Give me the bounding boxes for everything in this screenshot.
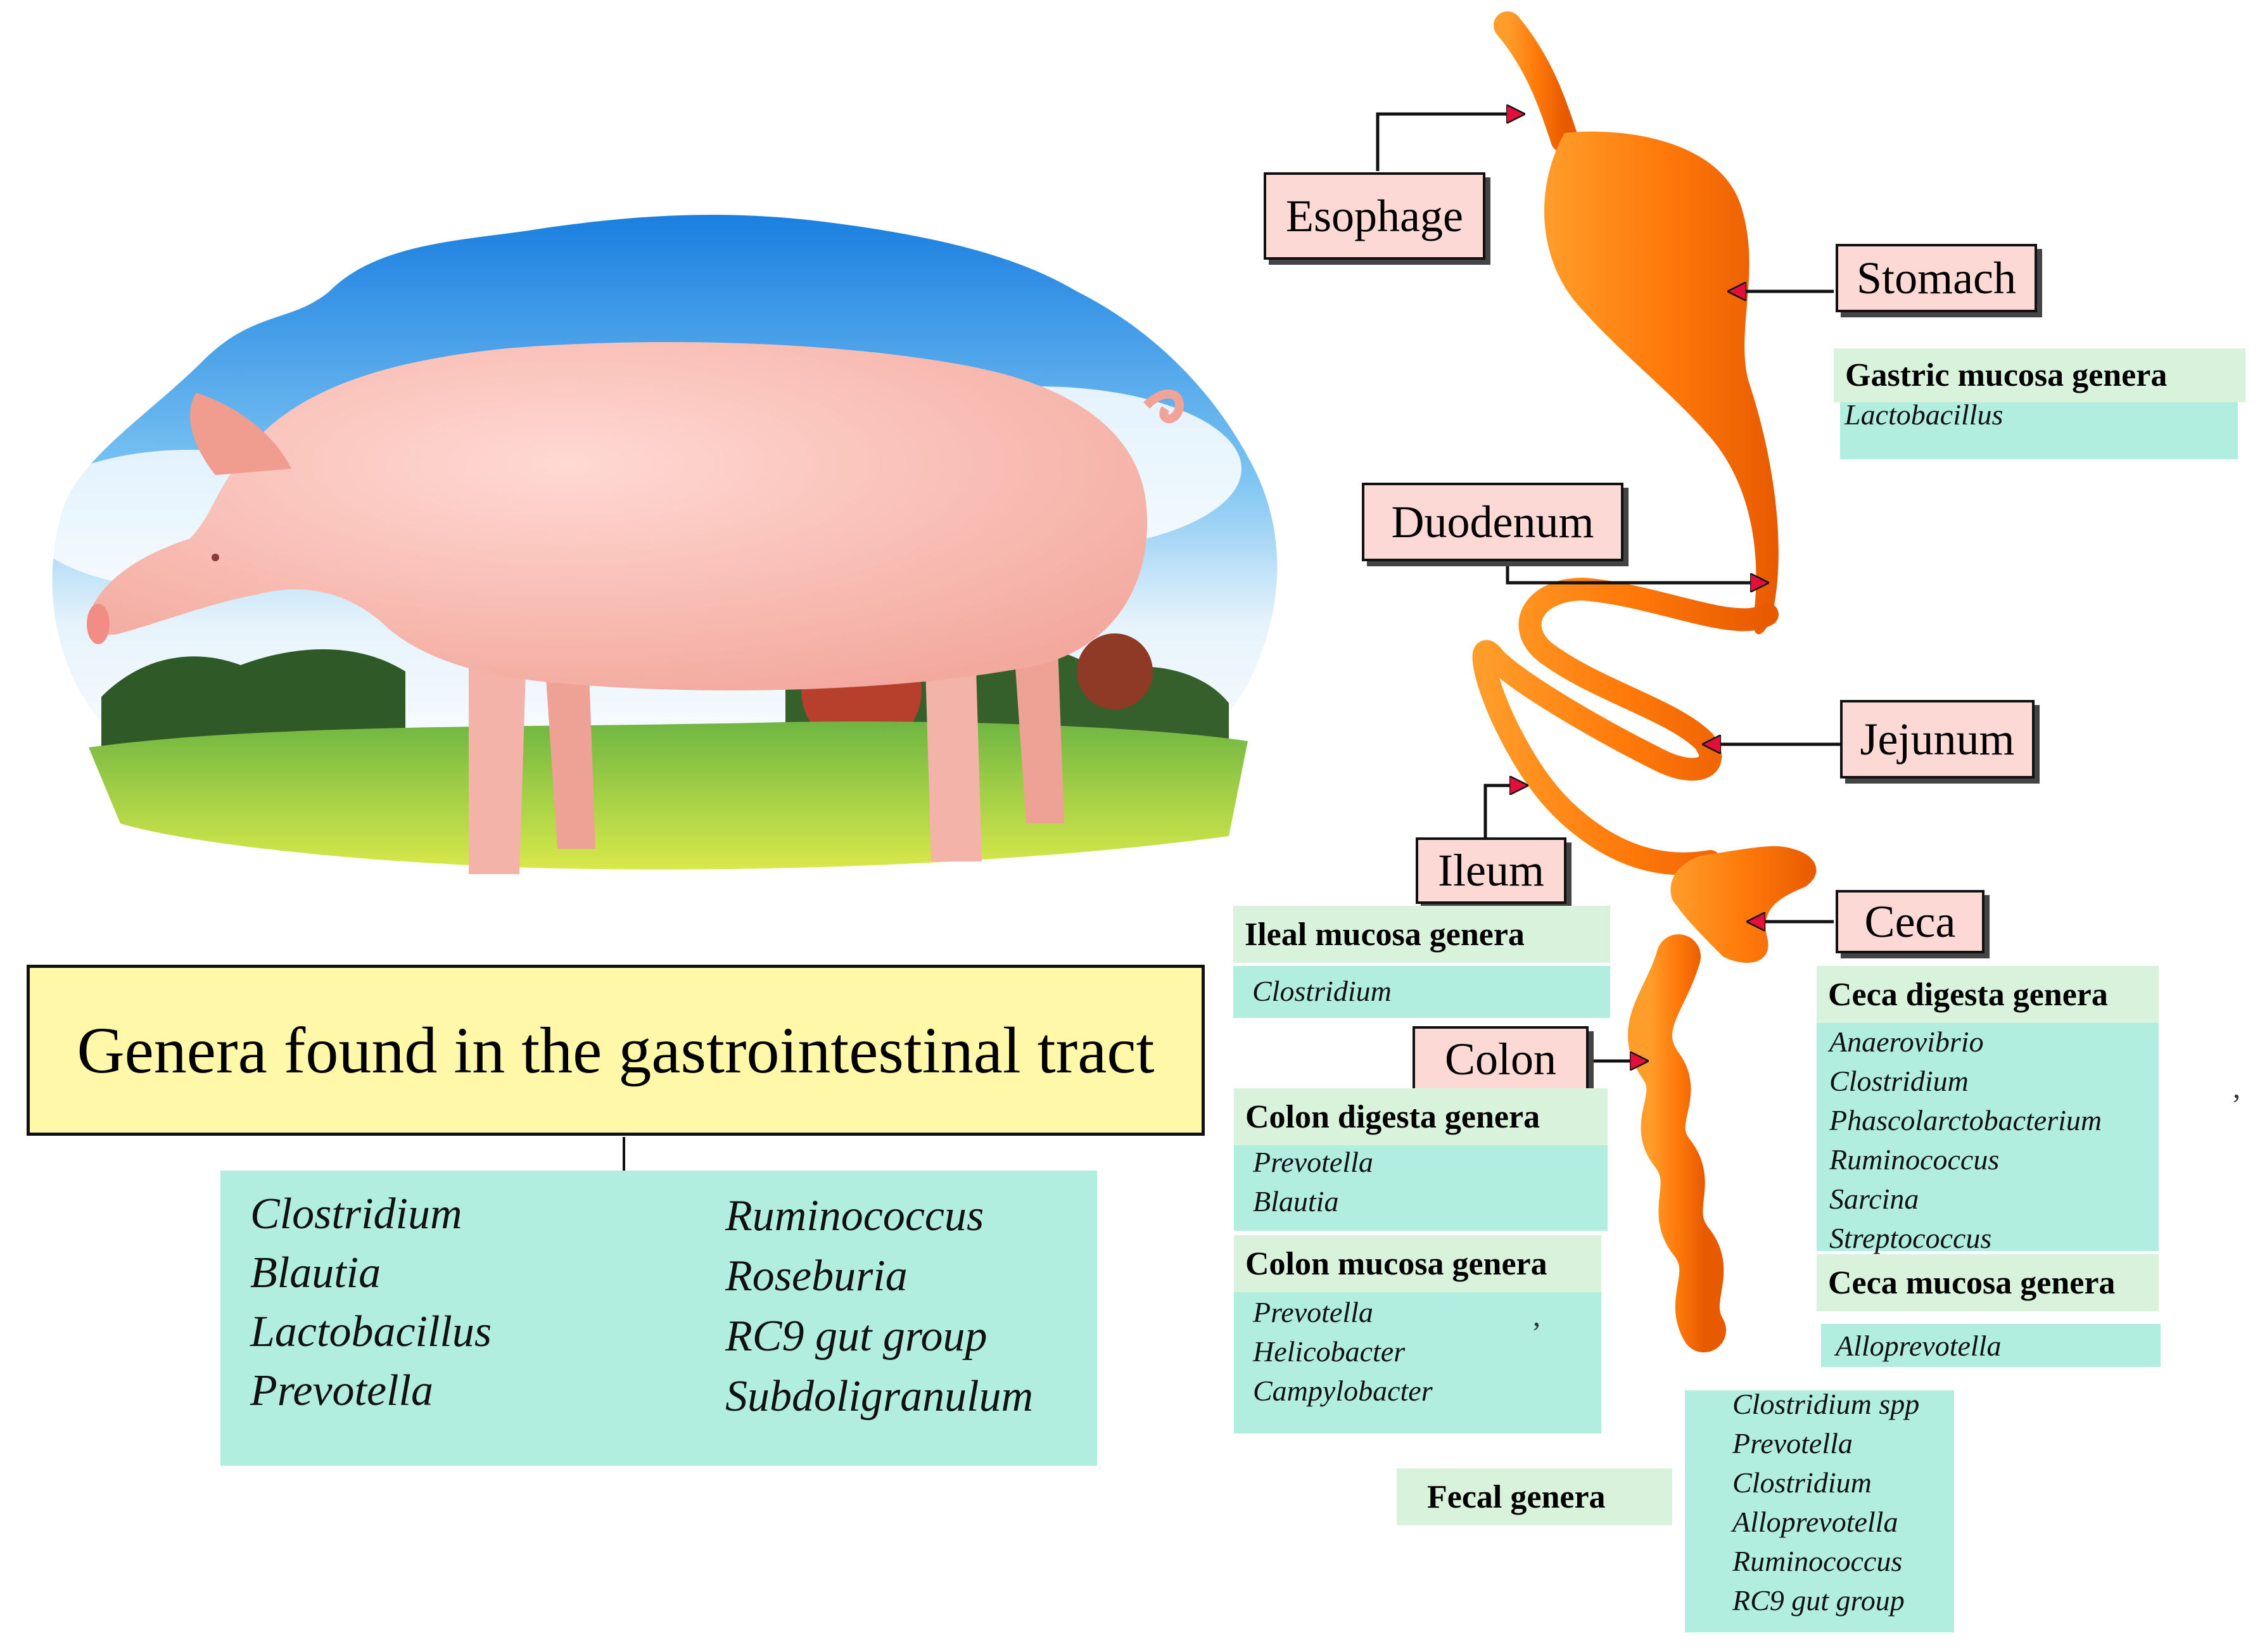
gastric-mucosa-box [1840, 402, 2238, 459]
genus-item: Alloprevotella [1732, 1506, 1898, 1538]
pig-body [90, 342, 1148, 690]
pig-illustration [25, 215, 1278, 874]
gastric-mucosa-header: Gastric mucosa genera [1834, 348, 2245, 402]
genus-item: Prevotella [1253, 1296, 1373, 1328]
title-box: Genera found in the gastrointestinal tra… [27, 965, 1205, 1136]
organ-label-colon: Colon [1413, 1026, 1589, 1093]
genus-item: Streptococcus [1829, 1222, 1992, 1254]
comma-mark: , [1533, 1299, 1540, 1333]
duodenum-arrow [1506, 564, 1767, 583]
ceca-digesta-header: Ceca digesta genera [1817, 966, 2159, 1023]
genus-item: Anaerovibrio [1829, 1026, 1984, 1058]
ceca-mucosa-box [1821, 1324, 2161, 1367]
fecal-box [1685, 1390, 1954, 1632]
ceca-mucosa-header: Ceca mucosa genera [1817, 1254, 2159, 1311]
genus-item: RC9 gut group [1732, 1584, 1905, 1617]
ileum-arrow [1483, 785, 1527, 839]
colon-mucosa-header: Colon mucosa genera [1234, 1235, 1601, 1292]
genus-item: Clostridium [1732, 1466, 1872, 1499]
genus-item: Blautia [1253, 1185, 1339, 1217]
organ-label-ileum: Ileum [1416, 837, 1566, 904]
overall-genus: Blautia [250, 1249, 381, 1297]
esophage-arrow [1376, 114, 1523, 171]
overall-genus: Ruminococcus [725, 1191, 984, 1240]
esophagus-shape [1494, 11, 1578, 153]
fecal-header: Fecal genera [1397, 1468, 1672, 1525]
small-intestine-shape [1472, 577, 1779, 875]
organ-label-stomach: Stomach [1836, 244, 2037, 312]
genus-item: Clostridium spp [1732, 1388, 1920, 1420]
overall-genus: Subdoligranulum [725, 1372, 1034, 1421]
ceca-digesta-box [1817, 1023, 2159, 1251]
organ-label-esophage: Esophage [1264, 172, 1485, 260]
genus-item: Clostridium [1252, 975, 1392, 1007]
genus-item: Clostridium [1829, 1065, 1969, 1097]
colon-digesta-header: Colon digesta genera [1234, 1088, 1608, 1145]
stomach-shape [1544, 131, 1779, 635]
ileal-mucosa-header: Ileal mucosa genera [1233, 906, 1610, 963]
genus-item: Ruminococcus [1829, 1143, 2000, 1176]
genus-item: Lactobacillus [1845, 398, 2003, 431]
overall-genus: RC9 gut group [725, 1312, 987, 1361]
comma-mark: , [2233, 1071, 2240, 1105]
colon-mucosa-box [1234, 1292, 1601, 1433]
genus-item: Prevotella [1732, 1427, 1853, 1459]
genus-item: Helicobacter [1253, 1335, 1406, 1368]
overall-genera-box [220, 1171, 1097, 1466]
genus-item: Ruminococcus [1732, 1545, 1903, 1577]
colon-digesta-box [1234, 1145, 1608, 1231]
genus-item: Campylobacter [1253, 1375, 1433, 1407]
ceca-shape [1670, 846, 1817, 963]
genus-item: Phascolarctobacterium [1829, 1104, 2102, 1136]
genus-item: Alloprevotella [1836, 1330, 2002, 1362]
overall-genus: Lactobacillus [250, 1307, 492, 1356]
genus-item: Sarcina [1829, 1183, 1919, 1215]
genus-item: Prevotella [1253, 1146, 1373, 1178]
organ-label-duodenum: Duodenum [1362, 483, 1623, 561]
ileal-mucosa-box [1233, 966, 1610, 1018]
organ-label-ceca: Ceca [1836, 890, 1984, 953]
overall-genus: Clostridium [250, 1190, 462, 1238]
organ-label-jejunum: Jejunum [1840, 700, 2035, 778]
colon-shape [1627, 934, 1726, 1352]
overall-genus: Roseburia [725, 1252, 908, 1300]
title-text: Genera found in the gastrointestinal tra… [77, 1013, 1155, 1087]
overall-genus: Prevotella [250, 1366, 433, 1415]
